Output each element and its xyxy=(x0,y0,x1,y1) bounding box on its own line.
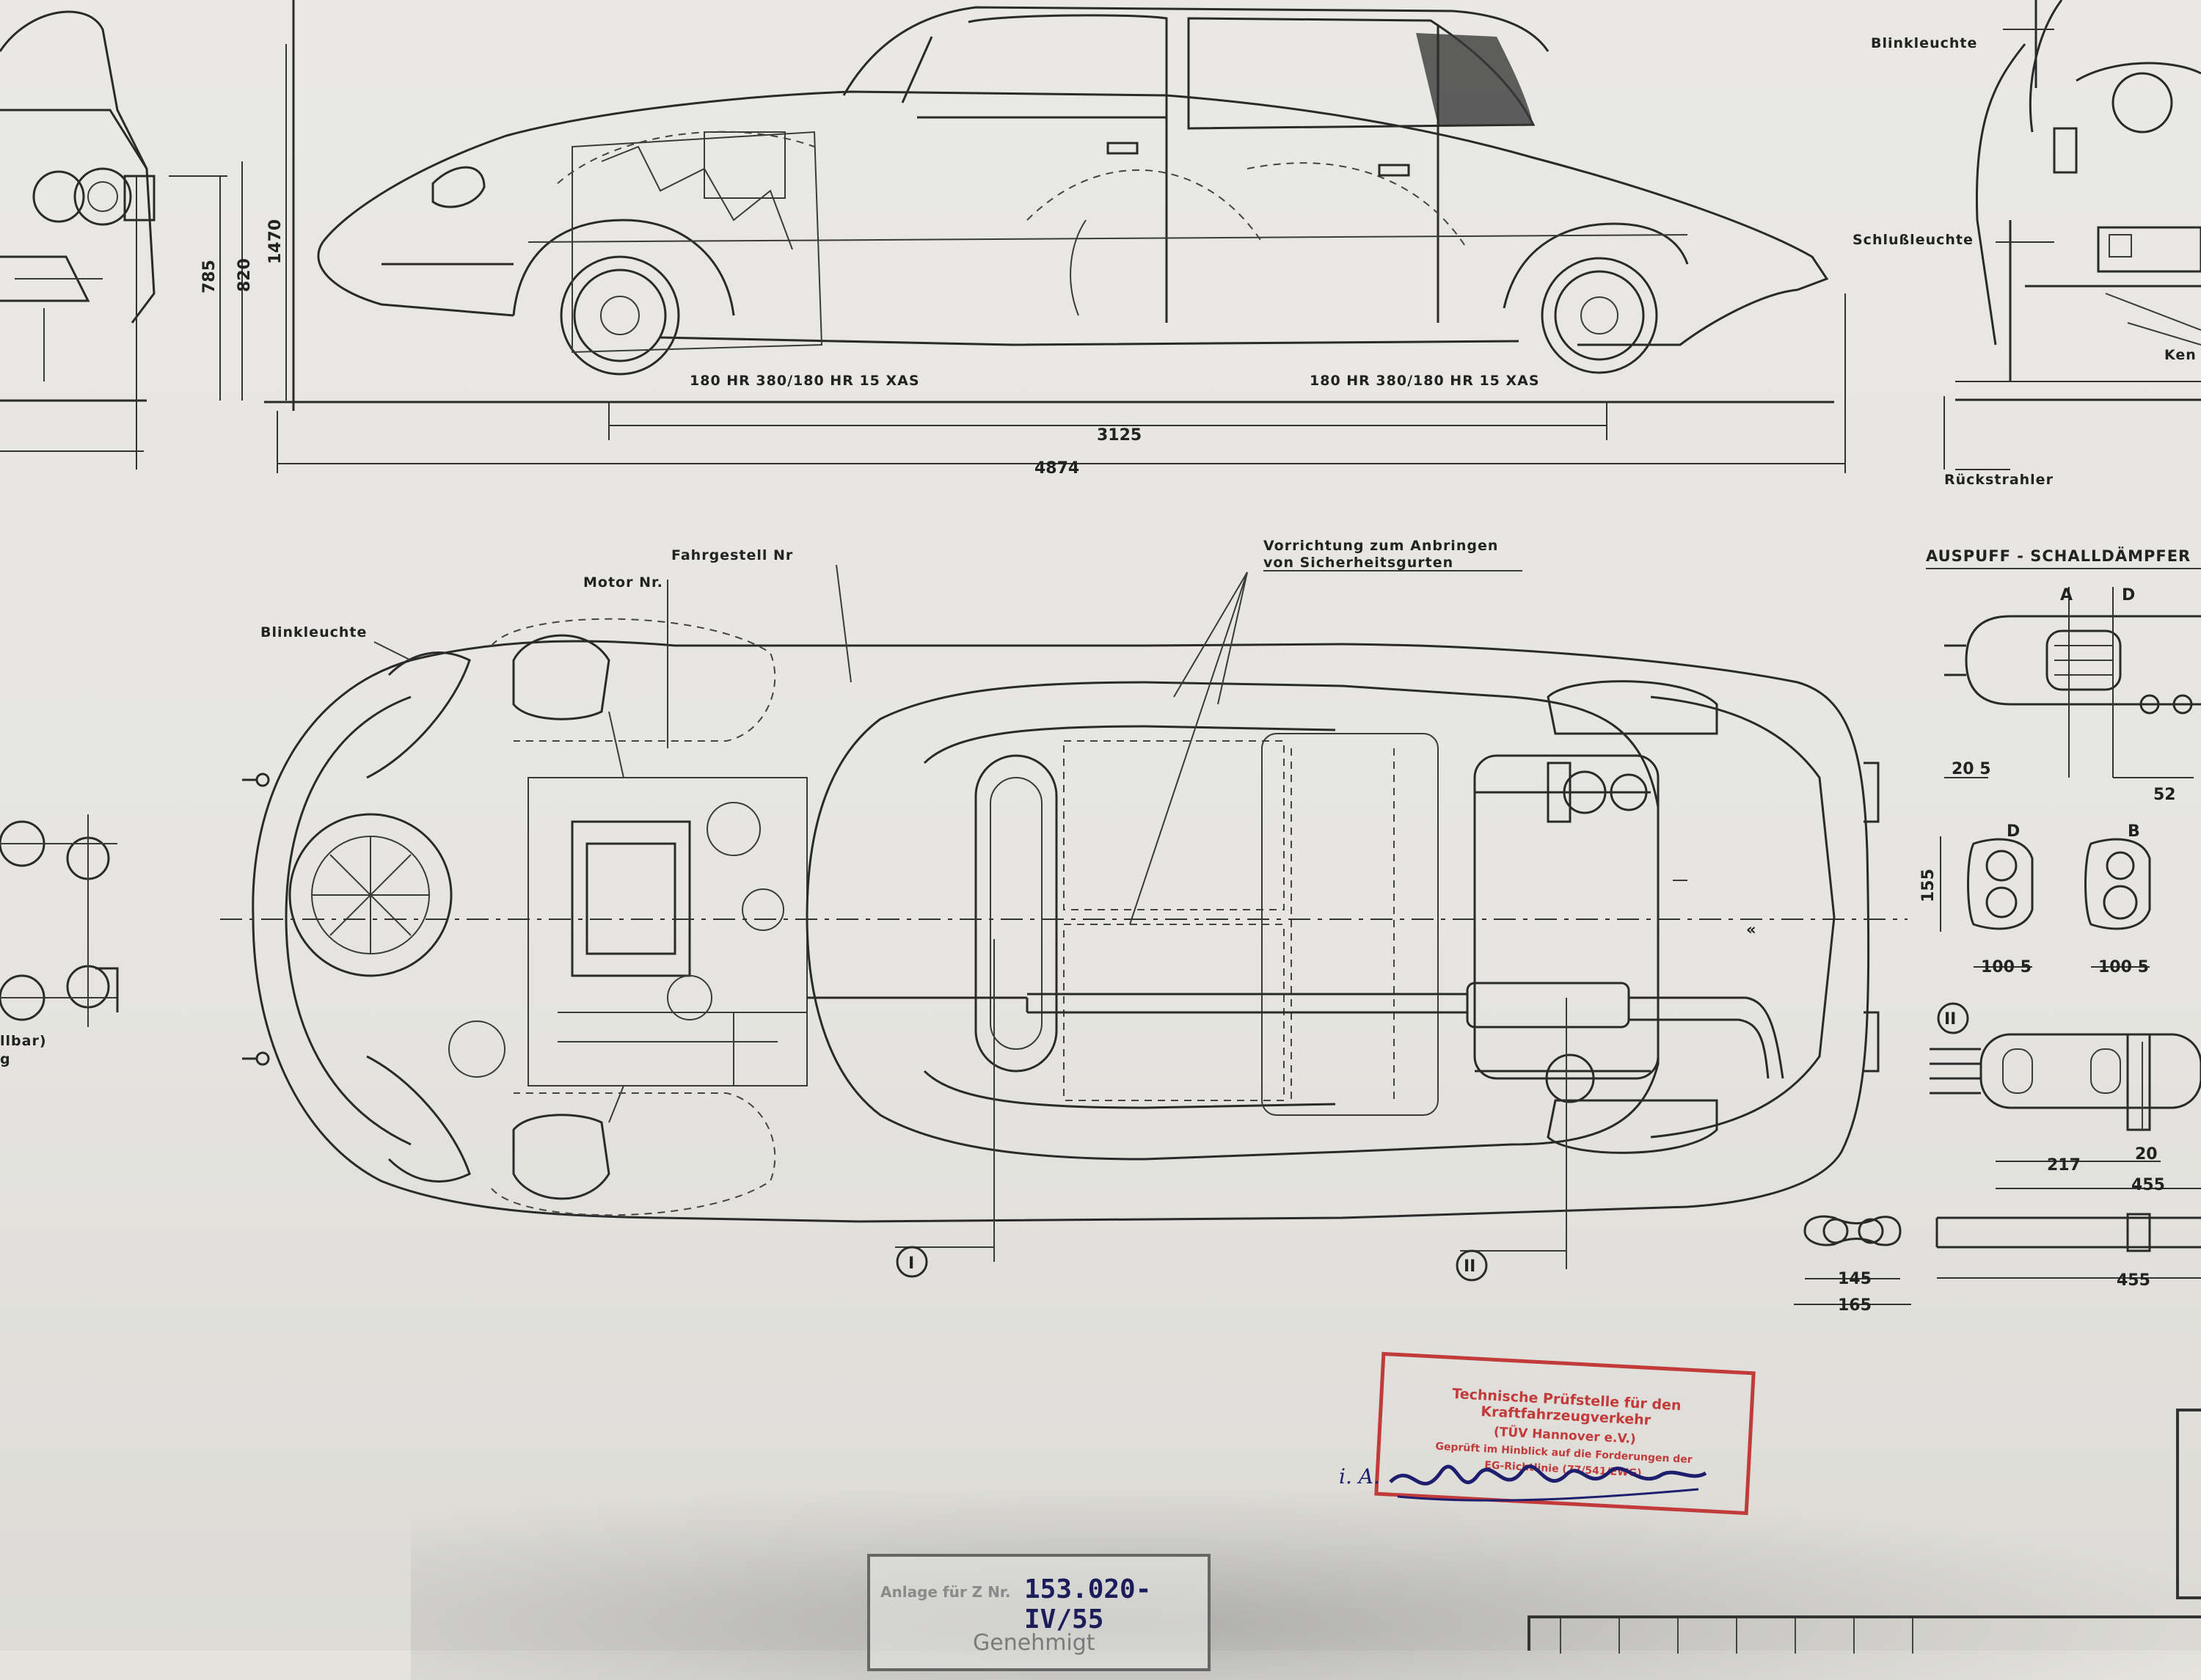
title-side-box xyxy=(2176,1409,2201,1599)
approval-status: Genehmigt xyxy=(973,1630,1095,1656)
handwritten-signature: i. A. xyxy=(1339,1464,1707,1502)
approval-number-box: Anlage für Z Nr. 153.020-IV/55 Genehmigt xyxy=(867,1554,1211,1671)
section-mark-ii-detail: II xyxy=(1944,1010,1956,1029)
label-blinkleuchte-rear: Blinkleuchte xyxy=(1871,35,1977,51)
dim-155: 155 xyxy=(1919,869,1938,902)
label-vorrichtung-line1: Vorrichtung zum Anbringen xyxy=(1263,538,1498,554)
dim-145: 145 xyxy=(1838,1270,1872,1288)
dim-1470: 1470 xyxy=(266,219,285,264)
plan-view: « I II Blinkleuchte Motor Nr. Fahrgestel… xyxy=(220,538,1908,1282)
label-rueckstrahler: Rückstrahler xyxy=(1944,472,2054,488)
label-blinkleuchte-plan: Blinkleuchte xyxy=(260,624,367,640)
dim-785: 785 xyxy=(200,260,219,293)
approval-label: Anlage für Z Nr. xyxy=(880,1583,1011,1601)
label-motor-nr: Motor Nr. xyxy=(583,574,663,591)
section-d: D xyxy=(2122,586,2135,605)
signature-prefix: i. A. xyxy=(1339,1464,1380,1489)
dim-4874: 4874 xyxy=(1034,459,1079,478)
approval-number: 153.020-IV/55 xyxy=(1024,1574,1152,1635)
dim-820: 820 xyxy=(236,258,254,292)
label-auspuff-schalldaempfer: AUSPUFF - SCHALLDÄMPFER xyxy=(1926,547,2191,565)
front-view-partial: 785 820 1470 xyxy=(0,0,295,470)
dim-20: 20 xyxy=(2135,1145,2158,1164)
section-d-detail: D xyxy=(2007,822,2020,841)
left-detail-partial: llbar) g xyxy=(0,814,119,1067)
label-kennzeichen: Ken xyxy=(2164,347,2197,363)
section-mark-ii: II xyxy=(1464,1257,1475,1276)
dim-3125: 3125 xyxy=(1097,426,1142,445)
label-schlussleuchte: Schlußleuchte xyxy=(1853,232,1974,248)
section-b: B xyxy=(2128,822,2140,841)
side-elevation-view: 3125 4874 180 HR 380/180 HR 15 XAS 180 H… xyxy=(264,6,1846,478)
dim-52: 52 xyxy=(2153,786,2176,804)
dim-20-5: 20 5 xyxy=(1952,760,1991,778)
label-vorrichtung-line2: von Sicherheitsgurten xyxy=(1263,555,1453,571)
label-fahrgestell-nr: Fahrgestell Nr xyxy=(671,547,793,563)
dim-100-5-b: 100 5 xyxy=(2098,958,2149,976)
dim-100-5-a: 100 5 xyxy=(1981,958,2032,976)
section-mark-i: I xyxy=(908,1254,914,1273)
exhaust-detail: AUSPUFF - SCHALLDÄMPFER A D 20 5 52 D 10… xyxy=(1794,547,2201,1315)
rear-view-partial: Blinkleuchte Schlußleuchte Rückstrahler … xyxy=(1853,0,2201,488)
dim-455-a: 455 xyxy=(2131,1176,2165,1194)
drawing-title-block xyxy=(1527,1615,2201,1654)
dim-217: 217 xyxy=(2047,1156,2081,1175)
dim-455-b: 455 xyxy=(2117,1271,2150,1290)
section-a: A xyxy=(2060,586,2073,605)
chevron-mark: « xyxy=(1746,921,1757,938)
label-partial-g: g xyxy=(0,1051,11,1067)
photo-shadow xyxy=(411,1489,2201,1680)
dim-165: 165 xyxy=(1838,1296,1872,1315)
tyre-spec-rear: 180 HR 380/180 HR 15 XAS xyxy=(1310,373,1540,389)
label-partial-verstellbar: llbar) xyxy=(0,1033,47,1049)
tyre-spec-front: 180 HR 380/180 HR 15 XAS xyxy=(690,373,920,389)
